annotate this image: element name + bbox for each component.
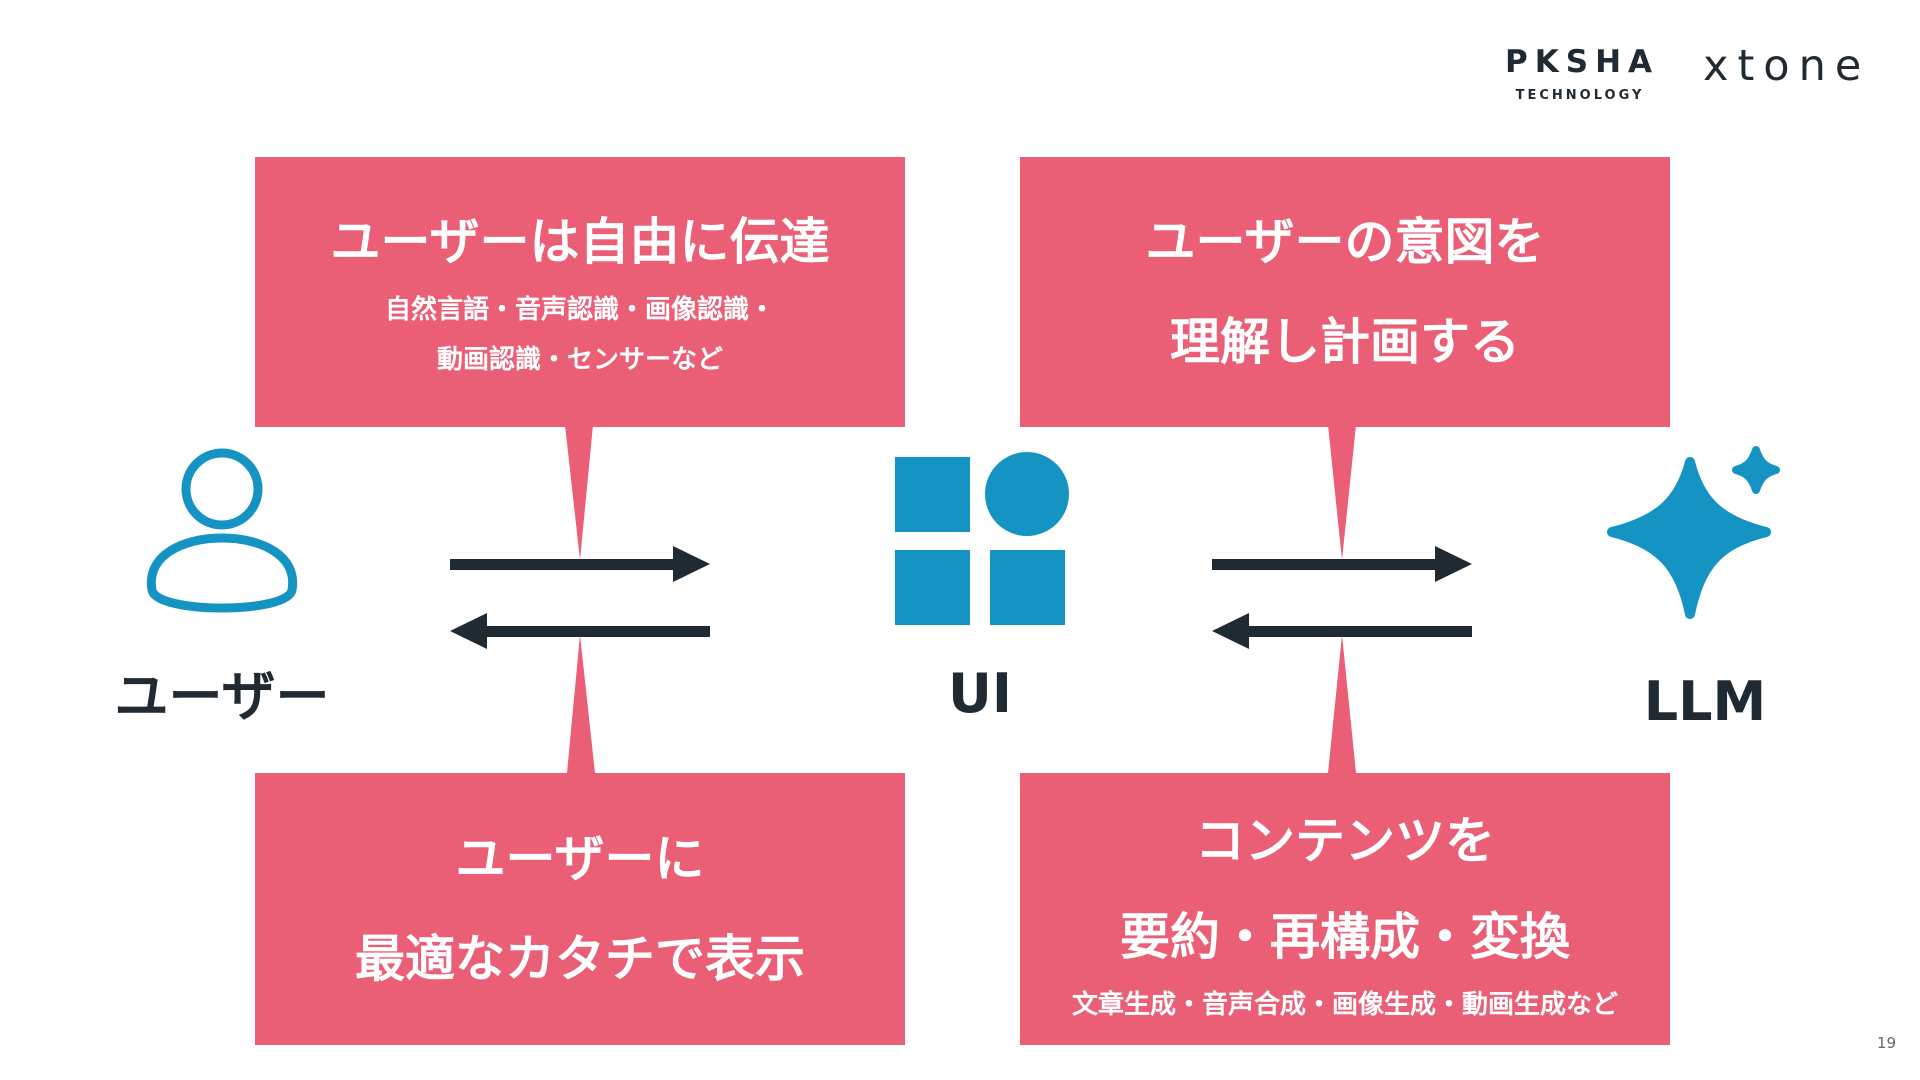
arrow-right-ui-to-llm bbox=[1212, 546, 1472, 582]
arrow-right-user-to-ui bbox=[450, 546, 710, 582]
pksha-logo-text: PKSHA bbox=[1505, 44, 1660, 80]
box-llm-understand-line1: ユーザーの意図を bbox=[1145, 213, 1545, 271]
xtone-logo: xtone bbox=[1703, 41, 1871, 91]
box-content-transform-line1: コンテンツを bbox=[1195, 812, 1495, 870]
bubble-tail-top-left bbox=[565, 425, 593, 560]
box-display-optimal-line2: 最適なカタチで表示 bbox=[355, 930, 805, 988]
box-user-input: ユーザーは自由に伝達 自然言語・音声認識・画像認識・ 動画認識・センサーなど bbox=[255, 157, 905, 427]
box-llm-understand-line2: 理解し計画する bbox=[1170, 313, 1520, 371]
bubble-tail-bottom-right bbox=[1328, 635, 1356, 773]
ui-blocks-icon bbox=[895, 452, 1069, 625]
box-display-optimal-line1: ユーザーに bbox=[455, 830, 705, 888]
node-label-user: ユーザー bbox=[114, 665, 330, 728]
box-content-transform-line2: 要約・再構成・変換 bbox=[1120, 908, 1570, 966]
arrow-left-llm-to-ui bbox=[1212, 613, 1472, 649]
box-content-transform-sub: 文章生成・音声合成・画像生成・動画生成など bbox=[1071, 990, 1618, 1020]
box-user-input-sub2: 動画認識・センサーなど bbox=[436, 345, 723, 375]
node-label-ui: UI bbox=[948, 662, 1012, 725]
arrow-left-ui-to-user bbox=[450, 613, 710, 649]
node-label-llm: LLM bbox=[1643, 670, 1767, 733]
user-icon bbox=[146, 448, 298, 613]
bubble-tail-bottom-left bbox=[567, 635, 595, 773]
pksha-logo-subtext: TECHNOLOGY bbox=[1515, 88, 1645, 103]
box-display-optimal: ユーザーに 最適なカタチで表示 bbox=[255, 773, 905, 1045]
sparkle-icon bbox=[1607, 446, 1780, 619]
box-content-transform: コンテンツを 要約・再構成・変換 文章生成・音声合成・画像生成・動画生成など bbox=[1020, 773, 1670, 1045]
page-number: 19 bbox=[1876, 1034, 1896, 1052]
box-user-input-title: ユーザーは自由に伝達 bbox=[330, 213, 830, 271]
pksha-logo: PKSHA TECHNOLOGY bbox=[1505, 44, 1655, 103]
box-user-input-sub1: 自然言語・音声認識・画像認識・ bbox=[384, 295, 775, 325]
box-llm-understand: ユーザーの意図を 理解し計画する bbox=[1020, 157, 1670, 427]
bubble-tail-top-right bbox=[1328, 425, 1356, 560]
